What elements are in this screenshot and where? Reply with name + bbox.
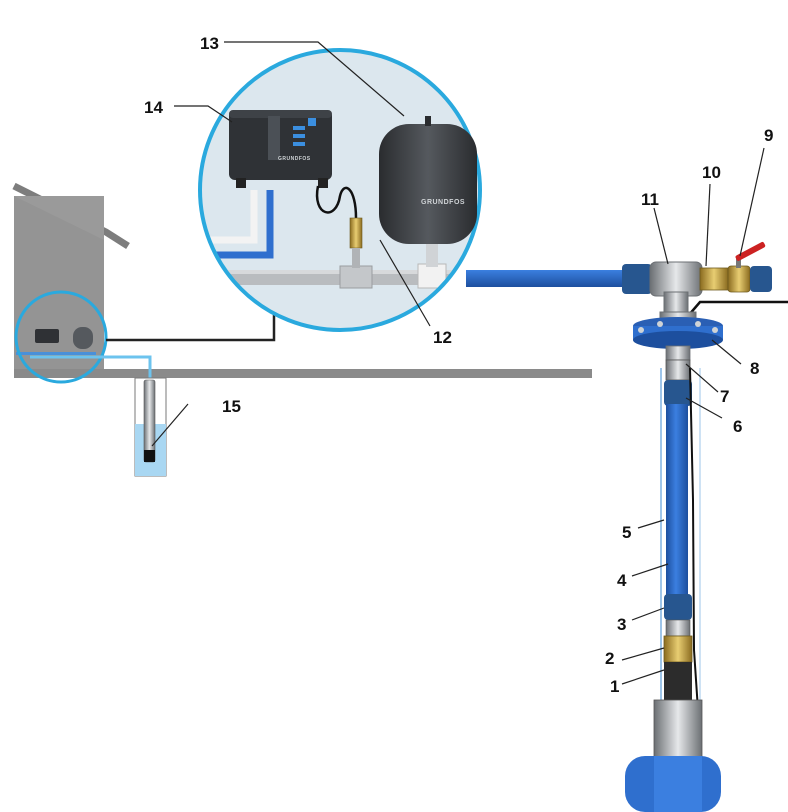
label-1: 1 <box>610 677 619 696</box>
label-14: 14 <box>144 98 163 117</box>
pump-controller: GRUNDFOS <box>229 110 332 188</box>
label-5: 5 <box>622 523 631 542</box>
pump-outlet <box>664 662 692 702</box>
check-valve <box>663 619 693 663</box>
label-13: 13 <box>200 34 219 53</box>
label-15: 15 <box>222 397 241 416</box>
ground-line <box>14 369 592 378</box>
compression-fitting-top <box>664 380 692 406</box>
label-10: 10 <box>702 163 721 182</box>
label-6: 6 <box>733 417 742 436</box>
label-11: 11 <box>641 190 659 209</box>
riser-pipe <box>666 404 688 596</box>
house <box>12 182 130 374</box>
control-cable <box>106 312 276 342</box>
small-well <box>134 377 167 477</box>
pipe-adapter <box>665 359 691 381</box>
pressure-tank: GRUNDFOS <box>379 116 477 244</box>
well-casing <box>660 368 701 756</box>
zoom-detail <box>198 48 482 332</box>
label-3: 3 <box>617 615 626 634</box>
compression-fitting-bottom <box>664 594 692 620</box>
label-2: 2 <box>605 649 614 668</box>
house-well-pipe <box>30 355 152 378</box>
ball-valve <box>727 241 772 293</box>
main-supply-pipe <box>466 270 632 287</box>
small-well-pump <box>143 379 156 463</box>
house-detail-circle <box>14 290 108 384</box>
submersible-pump <box>653 699 703 761</box>
pressure-switch <box>349 217 363 268</box>
label-8: 8 <box>750 359 759 378</box>
nipple-fitting <box>699 267 729 291</box>
well-head-flange <box>633 311 723 361</box>
pump-cable <box>689 367 701 741</box>
house-equipment <box>16 327 96 355</box>
controller-brand: GRUNDFOS <box>278 156 311 162</box>
sensor-cable <box>315 185 358 219</box>
label-9: 9 <box>764 126 773 145</box>
tank-brand: GRUNDFOS <box>421 199 465 206</box>
leader-lines <box>151 41 765 685</box>
label-12: 12 <box>433 328 452 347</box>
label-7: 7 <box>720 387 729 406</box>
label-4: 4 <box>617 571 627 590</box>
power-cable-top <box>687 300 788 317</box>
callout-labels: 13 14 12 15 9 10 11 8 7 6 5 4 3 2 1 <box>144 34 773 696</box>
